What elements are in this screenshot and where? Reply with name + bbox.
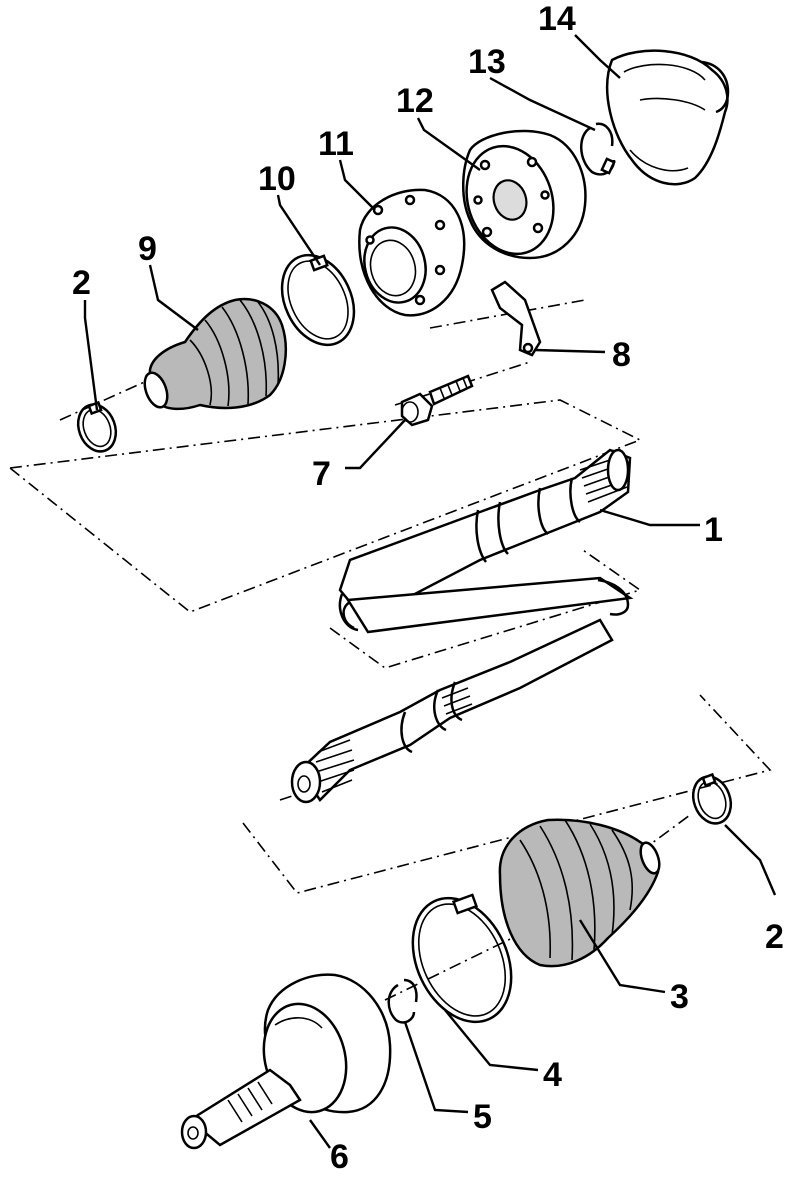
part-8-locking-plate: [490, 280, 542, 357]
guide-frame-lower-shaft: [242, 694, 772, 894]
part-11-flange: [358, 188, 466, 317]
assembly-guide-lines: [9, 299, 772, 1001]
leader-6: [309, 1119, 331, 1149]
part-1-shaft-upper: [338, 448, 632, 632]
part-1-shaft-lower: [290, 618, 614, 804]
leader-13: [489, 76, 596, 132]
leader-5: [403, 1021, 469, 1114]
leader-1: [599, 508, 700, 527]
callout-7: 7: [312, 455, 331, 493]
leader-14: [574, 34, 621, 79]
callout-12: 12: [396, 82, 434, 120]
shaft-tube-section: [342, 576, 634, 634]
leader-10: [276, 194, 321, 266]
callout-labels: 1 2 2 3 4 5 6 7 8 9 10 11 12 13 14: [72, 0, 784, 1176]
callout-3: 3: [670, 978, 689, 1016]
part-2-bottom-small-clamp: [691, 772, 733, 825]
leader-12: [416, 117, 481, 171]
leader-2-top: [83, 300, 99, 411]
guide-frame-upper-shaft: [9, 399, 642, 613]
callout-6: 6: [330, 1138, 349, 1176]
callout-4: 4: [543, 1056, 562, 1094]
leader-8: [534, 348, 606, 354]
part-6-outer-cv-joint: [180, 973, 392, 1150]
callout-1: 1: [704, 511, 723, 549]
leader-2-bottom: [724, 824, 777, 896]
callout-11: 11: [318, 125, 354, 163]
part-10-hose-clamp: [280, 253, 356, 347]
callout-8: 8: [612, 336, 631, 374]
callout-14: 14: [538, 0, 576, 38]
part-5-circlip: [387, 978, 418, 1024]
part-12-inner-cv-joint: [462, 129, 587, 260]
leader-7: [345, 419, 406, 470]
callout-10: 10: [258, 160, 296, 198]
leader-4: [444, 1009, 539, 1072]
part-13-circlip: [580, 122, 616, 176]
leader-lines: [83, 34, 777, 1149]
part-4-hose-clamp: [411, 893, 513, 1024]
part-3-boot: [498, 818, 661, 968]
part-9-boot: [143, 297, 288, 411]
leader-9: [148, 264, 199, 331]
callout-13: 13: [468, 43, 506, 81]
guide-frame-tube: [329, 547, 642, 669]
callout-2-top: 2: [72, 264, 91, 302]
part-2-top-small-clamp: [76, 400, 118, 453]
callout-9: 9: [138, 230, 157, 268]
part-7-bolt: [400, 374, 474, 427]
callout-5: 5: [473, 1098, 492, 1136]
part-14-dust-cover: [605, 49, 730, 186]
leader-11: [338, 159, 376, 211]
leader-3: [578, 919, 666, 994]
callout-2-bottom: 2: [765, 918, 784, 956]
